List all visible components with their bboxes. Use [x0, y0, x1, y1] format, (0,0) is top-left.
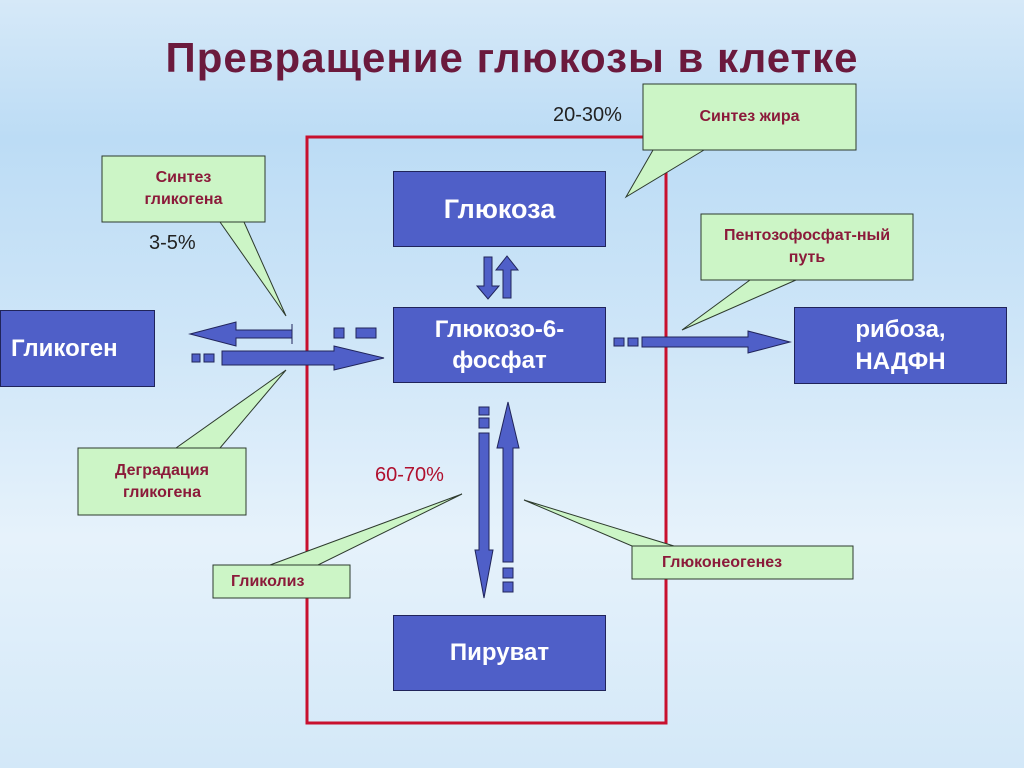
glycogen-synthesis-callout-box — [101, 155, 266, 223]
glycogen-degradation-callout-tail — [174, 369, 287, 449]
gluconeogenesis-callout-box — [631, 545, 854, 580]
glycolysis-label: Гликолиз — [231, 572, 305, 590]
fat-synthesis-callout-box — [642, 83, 857, 151]
glucose-to-g6p-arrow — [475, 256, 501, 300]
pentose-callout-tail — [681, 279, 797, 331]
g6p-to-glycogen-dash — [333, 327, 345, 339]
g6p-to-glucose-arrow — [494, 255, 520, 299]
g6p-to-glycogen-arrow — [188, 321, 293, 347]
pyruvate-label: Пируват — [449, 639, 550, 666]
glucose-node: Глюкоза — [393, 171, 606, 247]
ribose-nadph-node: рибоза, НАДФН — [794, 307, 1007, 384]
glycogen-percentage: 3-5% — [149, 232, 196, 254]
cell-frame — [305, 135, 668, 725]
glycogen-to-g6p-dash — [191, 353, 201, 363]
glycogen-to-g6p-arrow — [221, 345, 385, 371]
glycogen-synthesis-callout-tail — [219, 221, 287, 317]
glucose-label: Глюкоза — [443, 193, 556, 224]
glycolysis-callout-box — [212, 564, 351, 599]
fat-percentage: 20-30% — [553, 104, 622, 126]
glycolysis-arrow — [474, 432, 494, 599]
g6p-to-ribose-arrow — [641, 330, 792, 354]
ribose-nadph-label: рибоза, НАДФН — [855, 316, 946, 375]
pentose-arrow-dash — [627, 337, 639, 347]
glycogen-label: Гликоген — [11, 334, 118, 362]
glucose-6-phosphate-label: Глюкозо-6-фосфат — [434, 315, 565, 374]
gluconeogenesis-arrow-dash — [502, 581, 514, 593]
glycolysis-percentage: 60-70% — [375, 464, 444, 486]
g6p-to-glycogen-dash — [355, 327, 377, 339]
pentose-callout-box — [700, 213, 914, 281]
glycolysis-arrow-dash — [478, 417, 490, 429]
gluconeogenesis-arrow — [496, 401, 520, 563]
glycogen-degradation-callout-box — [77, 447, 247, 516]
pyruvate-node: Пируват — [393, 615, 606, 691]
glycogen-degradation-label: Деградация гликогена — [115, 461, 209, 501]
glycogen-synthesis-label: Синтез гликогена — [144, 169, 223, 208]
glucose-6-phosphate-node: Глюкозо-6-фосфат — [393, 307, 606, 383]
gluconeogenesis-arrow-dash — [502, 567, 514, 579]
fat-synthesis-label: Синтез жира — [699, 108, 800, 126]
pentose-arrow-dash — [613, 337, 625, 347]
gluconeogenesis-label: Глюконеогенез — [662, 553, 783, 571]
gluconeogenesis-callout-tail — [523, 499, 675, 547]
glycolysis-arrow-dash — [478, 406, 490, 416]
glycolysis-callout-tail — [269, 493, 463, 566]
page-title: Превращение глюкозы в клетке — [165, 34, 859, 81]
pentose-pathway-label: Пентозофосфат-ный путь — [723, 227, 891, 266]
glycogen-to-g6p-dash — [203, 353, 215, 363]
glycogen-node: Гликоген — [0, 310, 155, 387]
